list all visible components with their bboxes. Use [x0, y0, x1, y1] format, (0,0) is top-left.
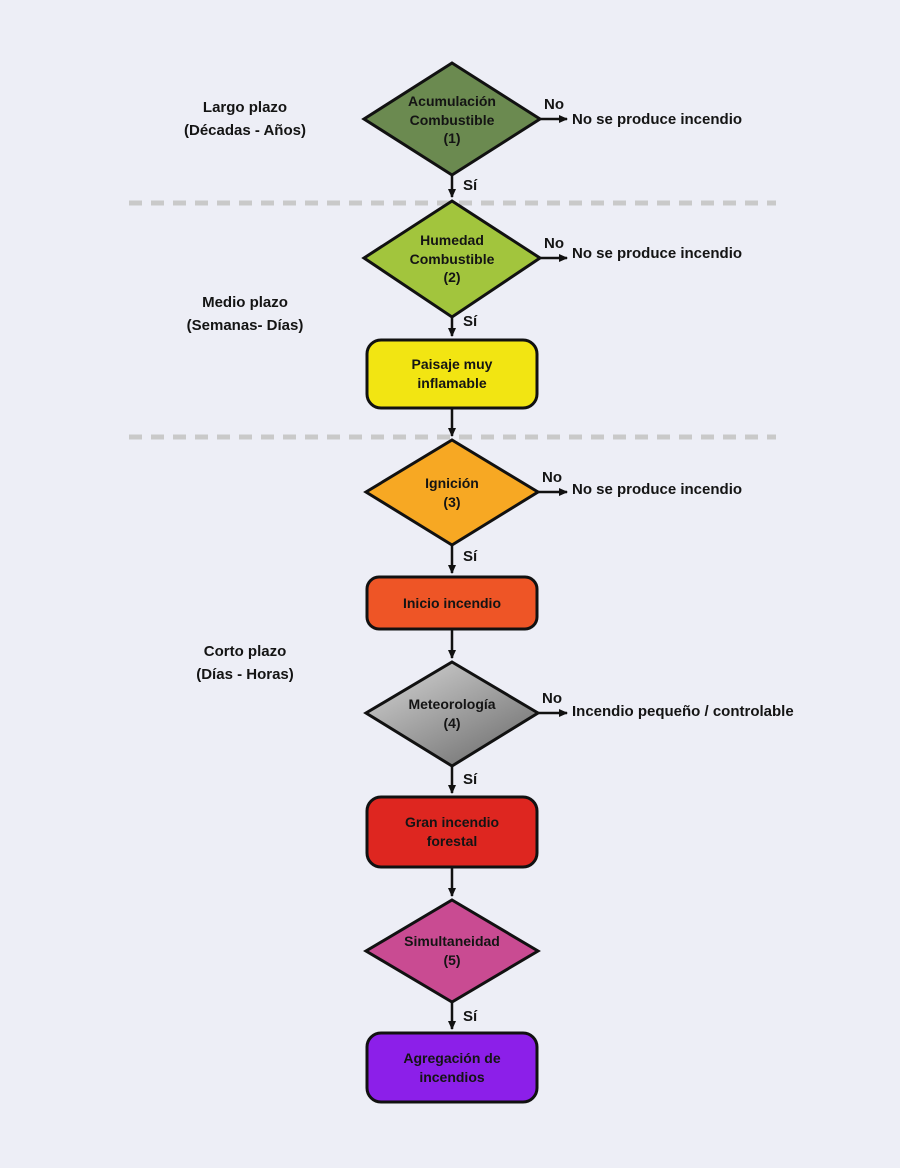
node-label-agregacion: Agregación de incendios — [403, 1049, 501, 1085]
timeline-title: Largo plazo — [202, 99, 288, 116]
decision-humedad-combustible — [361, 199, 543, 319]
node-label-meteorologia: Meteorología (4) — [408, 696, 496, 731]
timeline-subtitle: (Semanas- Días) — [186, 317, 304, 334]
node-label-ignicion: Ignición (3) — [425, 474, 479, 510]
edge-label-si: Sí — [463, 771, 478, 788]
process-gran-incendio-forestal — [365, 795, 539, 869]
node-label-humedad: Humedad Combustible (2) — [409, 231, 495, 286]
outcome-no-fire: No se produce incendio — [572, 111, 743, 128]
edge-label-no: No — [542, 690, 562, 707]
node-label-paisaje: Paisaje muy inflamable — [411, 356, 493, 391]
process-paisaje-inflamable — [365, 338, 539, 410]
edge-label-si: Sí — [463, 313, 478, 330]
timeline-subtitle: (Días - Horas) — [196, 666, 294, 683]
timeline-label-medio-plazo: Medio plazo (Semanas- Días) — [130, 294, 360, 334]
outcome-no-fire: No se produce incendio — [572, 245, 743, 262]
edge-label-no: No — [544, 96, 564, 113]
decision-acumulacion-combustible — [361, 61, 543, 177]
decision-ignicion — [363, 438, 541, 547]
node-label-inicio: Inicio incendio — [402, 594, 501, 611]
timeline-title: Medio plazo — [202, 294, 288, 311]
edge-label-no: No — [542, 469, 562, 486]
timeline-label-largo-plazo: Largo plazo (Décadas - Años) — [130, 99, 360, 139]
edge-label-no: No — [544, 235, 564, 252]
edge-label-si: Sí — [463, 1008, 478, 1025]
decision-meteorologia — [363, 660, 541, 768]
node-label-acumulacion: Acumulación Combustible (1) — [408, 92, 496, 147]
node-label-gran-incendio: Gran incendio forestal — [404, 814, 500, 849]
edge-label-si: Sí — [463, 177, 478, 194]
timeline-title: Corto plazo — [203, 643, 287, 660]
timeline-subtitle: (Décadas - Años) — [184, 122, 306, 139]
process-agregacion-incendios — [365, 1031, 539, 1104]
node-label-simultaneidad: Simultaneidad (5) — [404, 933, 500, 968]
decision-simultaneidad — [363, 898, 541, 1004]
process-inicio-incendio — [365, 575, 539, 631]
outcome-controllable-fire: Incendio pequeño / controlable — [572, 703, 794, 720]
outcome-no-fire: No se produce incendio — [572, 481, 743, 498]
edge-label-si: Sí — [463, 548, 478, 565]
timeline-label-corto-plazo: Corto plazo (Días - Horas) — [130, 643, 360, 683]
